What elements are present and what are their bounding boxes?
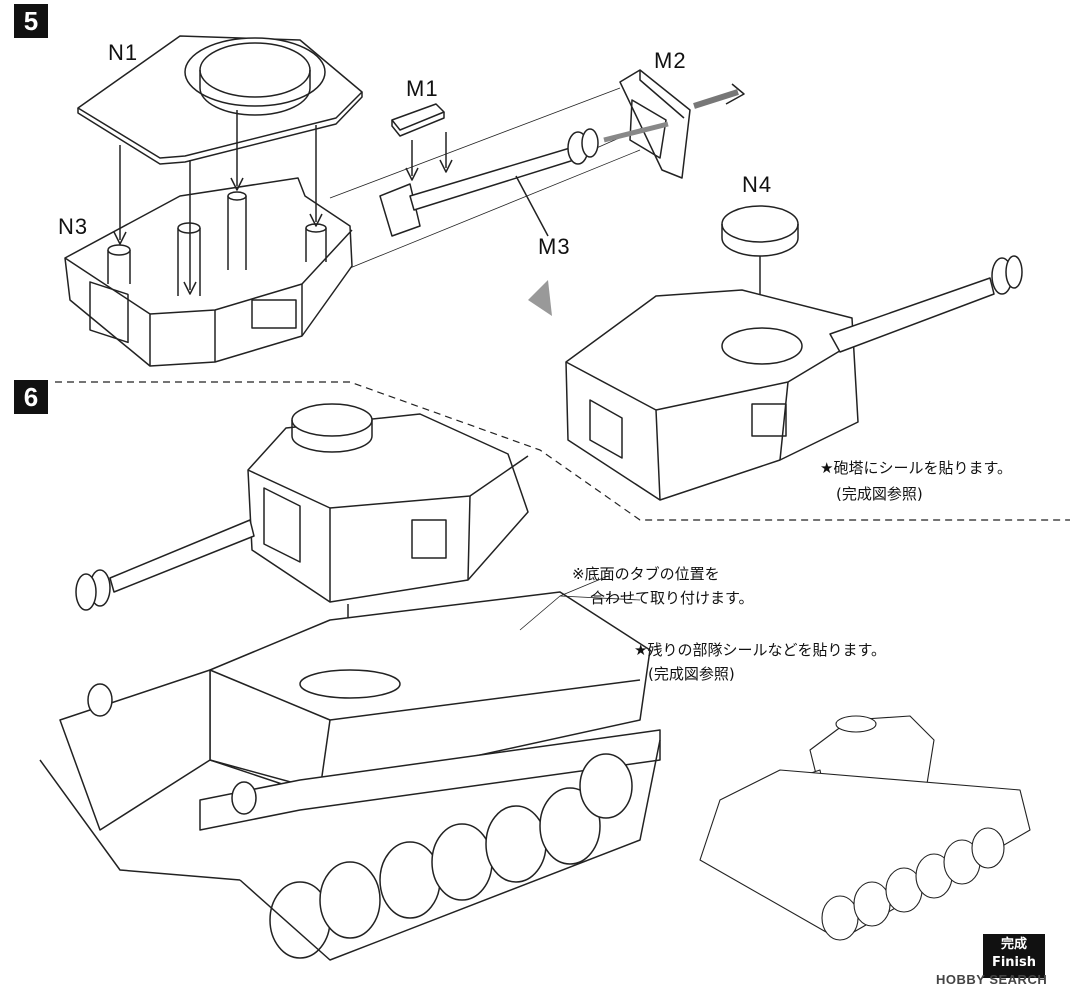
turret-6 [75, 403, 529, 717]
finish-label-en: Finish [991, 955, 1037, 970]
n3-turret-body [64, 177, 353, 367]
step-5-badge: 5 [14, 4, 48, 38]
unit-sticker-ref: (完成図参照) [648, 665, 735, 683]
m1-part [391, 103, 453, 181]
tab-align-note-1: ※底面のタブの位置を [572, 565, 720, 583]
watermark: HOBBY SEARCH [936, 972, 1048, 987]
step-arrow [528, 280, 552, 316]
n1-attach-arrows [113, 110, 323, 295]
turret-sticker-note: ★砲塔にシールを貼ります。 [820, 459, 1012, 477]
finish-badge: 完成 Finish [983, 934, 1045, 978]
part-label-m3: M3 [538, 234, 571, 259]
callout-leaders [519, 575, 641, 631]
part-label-m1: M1 [406, 76, 439, 101]
part-label-n4: N4 [742, 172, 773, 197]
m3-gun-barrel [379, 128, 599, 237]
m2-mantlet [603, 69, 745, 179]
finish-label-jp: 完成 [1000, 937, 1027, 952]
road-wheels-6 [39, 739, 661, 961]
unit-sticker-note: ★残りの部隊シールなどを貼ります。 [634, 641, 886, 659]
turret-sticker-ref: (完成図参照) [836, 485, 923, 503]
tab-align-note-2: 合わせて取り付けます。 [590, 589, 754, 607]
part-label-n3: N3 [58, 214, 89, 239]
part-label-n1: N1 [108, 40, 139, 65]
part-label-m2: M2 [654, 48, 687, 73]
finished-tank-thumbnail [699, 715, 1031, 941]
completed-turret-5 [565, 255, 1023, 501]
n1-turret-roof [77, 35, 363, 165]
hull-6 [59, 591, 661, 831]
step-6-badge: 6 [14, 380, 48, 414]
